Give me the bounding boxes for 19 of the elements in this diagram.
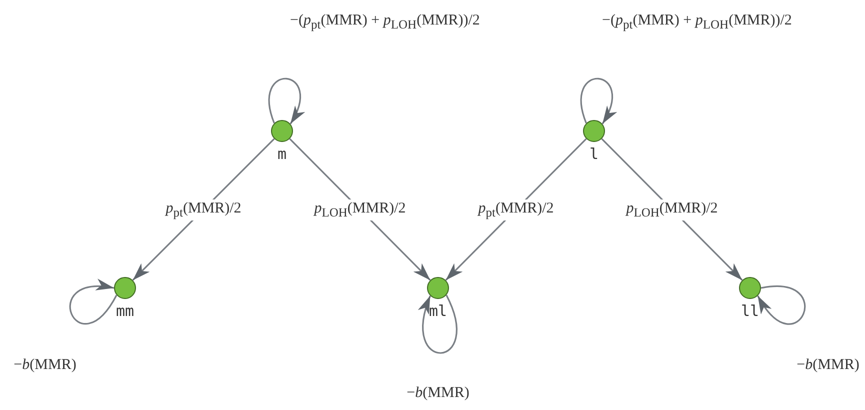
- self-loop-arrow: [757, 286, 806, 325]
- edge-label: −b(MMR): [12, 356, 78, 374]
- edge-label: p$_{pt}$(MMR)/2: [164, 199, 244, 220]
- self-loop-arrow: [69, 280, 118, 324]
- self-loop-arrow: [268, 78, 304, 124]
- state-label: m: [277, 147, 287, 162]
- state-label: mm: [116, 304, 134, 319]
- edge-label: −(p$_{pt}$(MMR) + p$_{LOH}$(MMR))/2: [288, 12, 482, 32]
- state-label: ml: [428, 304, 448, 319]
- edge-label: −b(MMR): [794, 356, 862, 374]
- state-label: l: [589, 147, 599, 162]
- self-loop-arrow: [419, 294, 458, 354]
- edge-label: −(p$_{pt}$(MMR) + p$_{LOH}$(MMR))/2: [600, 12, 794, 32]
- state-label: ll: [740, 304, 760, 319]
- edge-label: p$_{LOH}$(MMR)/2: [624, 199, 720, 220]
- edge-label: −b(MMR): [404, 384, 472, 402]
- self-loop-arrow: [580, 78, 616, 124]
- edge-label: p$_{LOH}$(MMR)/2: [312, 199, 408, 220]
- edge-label: p$_{pt}$(MMR)/2: [476, 199, 556, 220]
